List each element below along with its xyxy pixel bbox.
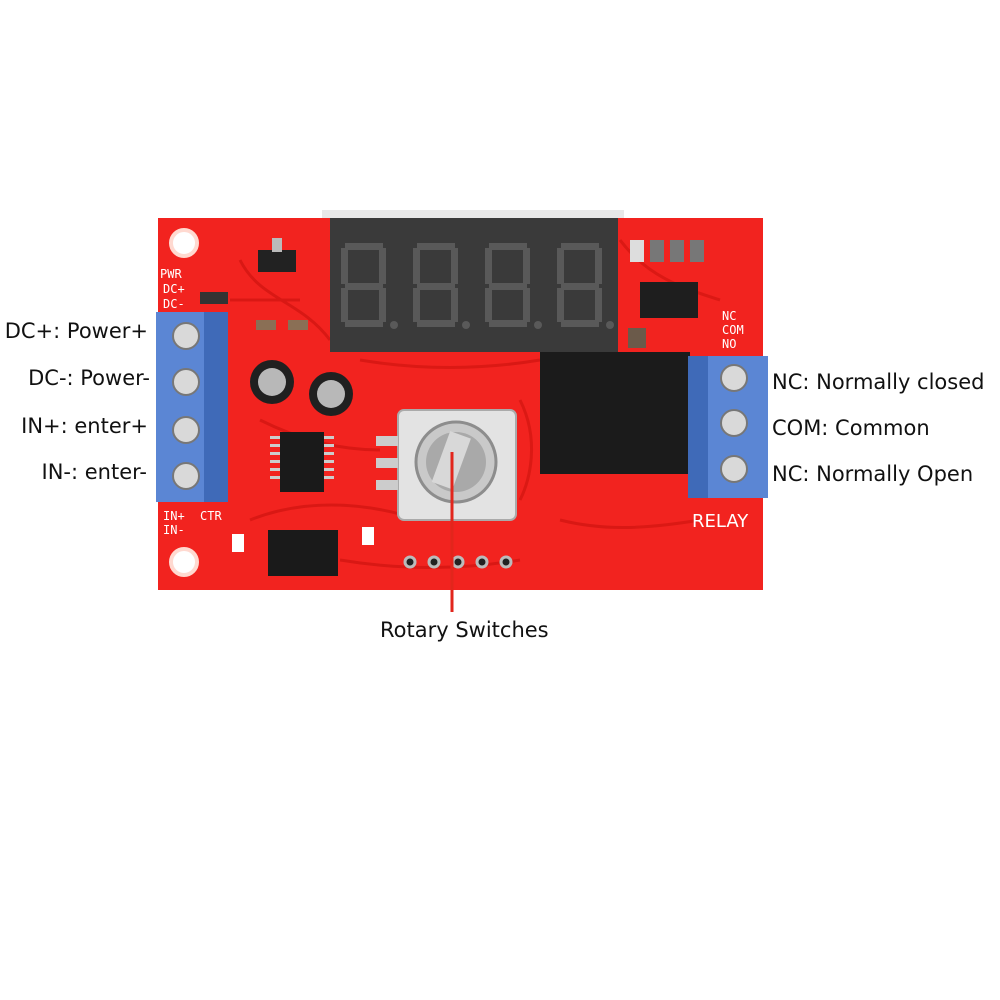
callout-dc-plus: DC+: Power+ — [4, 319, 148, 343]
seven-segment-display — [322, 210, 624, 352]
silk-nc: NC — [722, 309, 736, 323]
left-terminal-block — [156, 312, 228, 502]
silk-ctr: CTR — [200, 509, 222, 523]
callout-rotary: Rotary Switches — [380, 618, 549, 642]
callout-dc-minus: DC-: Power- — [28, 366, 150, 390]
ic-chip — [270, 432, 334, 492]
callout-in-plus: IN+: enter+ — [21, 414, 148, 438]
right-terminal-block — [688, 356, 768, 498]
relay-block — [540, 352, 690, 474]
mounting-holes — [169, 228, 199, 577]
silk-dc-plus: DC+ — [163, 282, 185, 296]
capacitors — [250, 360, 353, 416]
silk-com: COM — [722, 323, 744, 337]
rotary-encoder — [376, 409, 517, 521]
optocoupler — [268, 530, 338, 576]
silk-in-minus: IN- — [163, 523, 185, 537]
smd-components — [200, 238, 704, 552]
silk-in-plus: IN+ — [163, 509, 185, 523]
silk-no: NO — [722, 337, 736, 351]
silkscreen-labels: PWR DC+ DC- IN+ IN- CTR NC COM NO RELAY — [160, 267, 749, 537]
callout-nc: NC: Normally closed — [772, 370, 985, 394]
silk-relay: RELAY — [692, 511, 749, 532]
callout-no: NC: Normally Open — [772, 462, 974, 486]
callout-in-minus: IN-: enter- — [41, 460, 147, 484]
silk-pwr: PWR — [160, 267, 182, 281]
pin-header — [403, 555, 513, 569]
silk-dc-minus: DC- — [163, 297, 185, 311]
callout-com: COM: Common — [772, 416, 930, 440]
